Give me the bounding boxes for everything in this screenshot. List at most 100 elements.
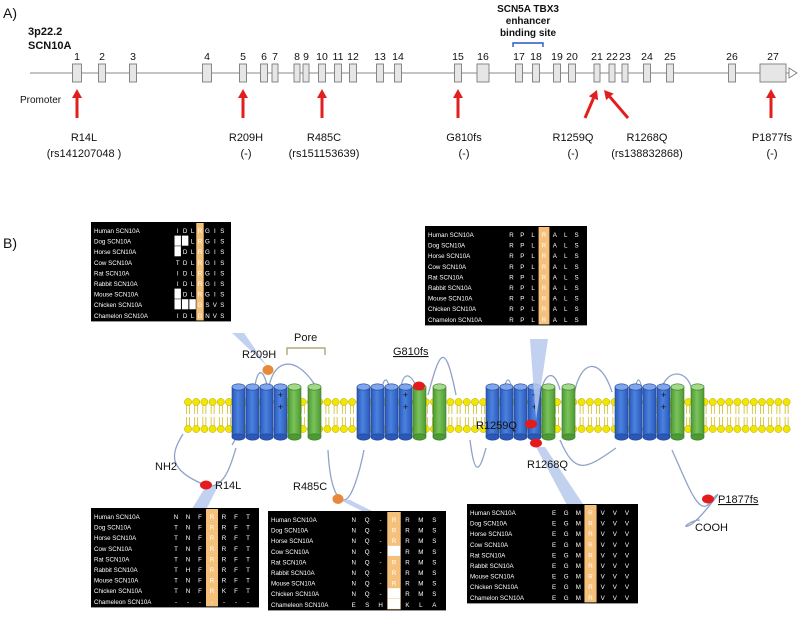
residue: M: [418, 591, 423, 598]
residue: -: [380, 581, 382, 588]
residue: G: [205, 270, 210, 277]
residue: R: [509, 253, 514, 260]
residue: -: [199, 599, 201, 606]
panel-b-label: B): [3, 235, 17, 251]
helix-d4-s5: [670, 383, 685, 441]
exon-1: [72, 63, 82, 83]
residue: S: [432, 591, 436, 598]
exon-20: [568, 63, 576, 83]
residue: R: [509, 243, 514, 250]
residue: S: [432, 517, 436, 524]
residue: G: [205, 260, 210, 267]
helix-d4-s6: [690, 383, 705, 441]
residue: F: [234, 567, 238, 574]
residue: R: [392, 559, 397, 566]
residue: Q: [365, 538, 370, 545]
residue: G: [564, 574, 569, 581]
residue: I: [214, 249, 216, 256]
residue: L: [191, 228, 195, 235]
alignment-species: Dog SCN10A: [94, 525, 132, 532]
residue: D: [183, 228, 188, 235]
residue: S: [220, 228, 224, 235]
alignment-species: Dog SCN10A: [470, 521, 508, 528]
residue: R: [198, 249, 203, 256]
exon-label: 27: [767, 51, 779, 63]
exon-21: [593, 63, 601, 83]
alignment-species: Chicken SCN10A: [94, 588, 143, 595]
helix-d1-s6: [307, 383, 322, 441]
exon-label: 1: [74, 51, 80, 63]
exon-10: [318, 63, 326, 83]
residue: I: [177, 313, 179, 320]
residue: A: [183, 239, 188, 246]
residue: A: [553, 253, 558, 260]
residue: E: [552, 574, 556, 581]
residue: R: [588, 542, 593, 549]
residue: V: [601, 542, 606, 549]
residue: R: [210, 514, 215, 521]
label-r14l: R14L: [215, 480, 241, 492]
arrow-head: [604, 90, 614, 101]
residue: V: [601, 595, 606, 602]
alignment-species: Rat SCN10A: [271, 559, 307, 566]
exon-27: [759, 63, 787, 83]
residue: F: [198, 588, 202, 595]
residue: L: [531, 264, 535, 271]
label-p1877fs: P1877fs: [718, 494, 759, 506]
residue: N: [351, 528, 355, 535]
helix-d3-s6: [561, 383, 576, 441]
protein-backbone: [173, 356, 719, 527]
residue: H: [186, 567, 190, 574]
residue: R: [392, 528, 397, 535]
gene-direction-arrow: [788, 67, 798, 79]
charge-label: +: [278, 390, 283, 400]
residue: R: [588, 574, 593, 581]
alignment-species: Dog SCN10A: [271, 528, 309, 535]
residue: P: [520, 285, 524, 292]
residue: R: [405, 517, 410, 524]
marker-dot-r1259q: [525, 419, 537, 429]
alignment-species: Dog SCN10A: [428, 243, 466, 250]
helix-d1-s2: [245, 383, 260, 441]
residue: N: [186, 546, 190, 553]
residue: V: [625, 563, 630, 570]
helix-d2-s3: [384, 383, 399, 441]
charge-label: +: [403, 402, 408, 412]
residue: Q: [365, 528, 370, 535]
residue: A: [553, 264, 558, 271]
alignment-species: Horse SCN10A: [428, 253, 471, 260]
residue: I: [177, 228, 179, 235]
residue: R: [509, 264, 514, 271]
residue: A: [553, 232, 558, 239]
residue: N: [351, 538, 355, 545]
residue: R: [222, 514, 227, 521]
residue: M: [576, 552, 581, 559]
residue: K: [405, 602, 410, 609]
enhancer-annotation: SCN5A TBX3 enhancer binding site: [497, 4, 559, 47]
enhancer-label-1: SCN5A TBX3: [497, 4, 559, 15]
residue: G: [198, 313, 203, 320]
exon-8: [293, 63, 301, 83]
residue: -: [380, 538, 382, 545]
residue: -: [380, 559, 382, 566]
alignment-species: Rabbit SCN10A: [470, 563, 515, 570]
promoter-label: Promoter: [20, 95, 62, 106]
residue: R: [198, 239, 203, 246]
residue: S: [220, 239, 224, 246]
residue: D: [183, 270, 188, 277]
alignment-species: Rat SCN10A: [428, 274, 464, 281]
residue: L: [191, 260, 195, 267]
residue: T: [246, 578, 250, 585]
residue: V: [625, 531, 630, 538]
alignment-species: Mouse SCN10A: [94, 292, 139, 299]
variant-id: (rs138832868): [611, 148, 683, 160]
residue: G: [205, 281, 210, 288]
alignment-species: Cow SCN10A: [94, 546, 133, 553]
label-r485c: R485C: [293, 481, 327, 493]
residue: T: [246, 546, 250, 553]
alignment-species: Chamelon SCN10A: [428, 317, 483, 324]
panel-b-protein-topology: B) ++++++++ Pore NH2 COOH: [3, 222, 791, 611]
residue: N: [186, 588, 190, 595]
